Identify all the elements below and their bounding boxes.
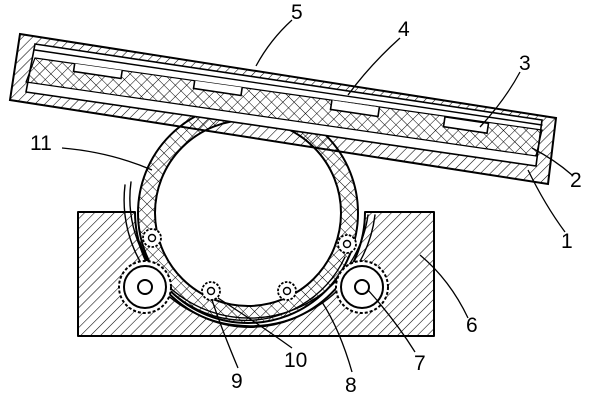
callout-8: 8 xyxy=(345,374,357,397)
callout-2: 2 xyxy=(570,169,582,192)
right-gear-wheel xyxy=(335,260,389,314)
callout-10: 10 xyxy=(284,349,307,372)
leader-lines xyxy=(61,19,573,373)
callout-labels: 5 4 3 2 1 11 6 7 8 10 9 xyxy=(30,1,582,397)
callout-1: 1 xyxy=(561,230,573,253)
callout-6: 6 xyxy=(466,314,478,337)
callout-4: 4 xyxy=(398,18,410,41)
callout-3: 3 xyxy=(519,52,531,75)
guide-rollers xyxy=(142,228,357,301)
roller-lower-right xyxy=(277,281,297,301)
roller-upper-right xyxy=(337,234,357,254)
callout-7: 7 xyxy=(414,352,426,375)
callout-11: 11 xyxy=(30,132,52,155)
roller-lower-left xyxy=(201,281,221,301)
left-gear-wheel xyxy=(118,260,172,314)
roller-upper-left xyxy=(142,228,162,248)
callout-9: 9 xyxy=(231,370,243,393)
frame-slots xyxy=(72,60,490,135)
tilted-frame xyxy=(8,32,558,186)
callout-5: 5 xyxy=(291,1,303,24)
